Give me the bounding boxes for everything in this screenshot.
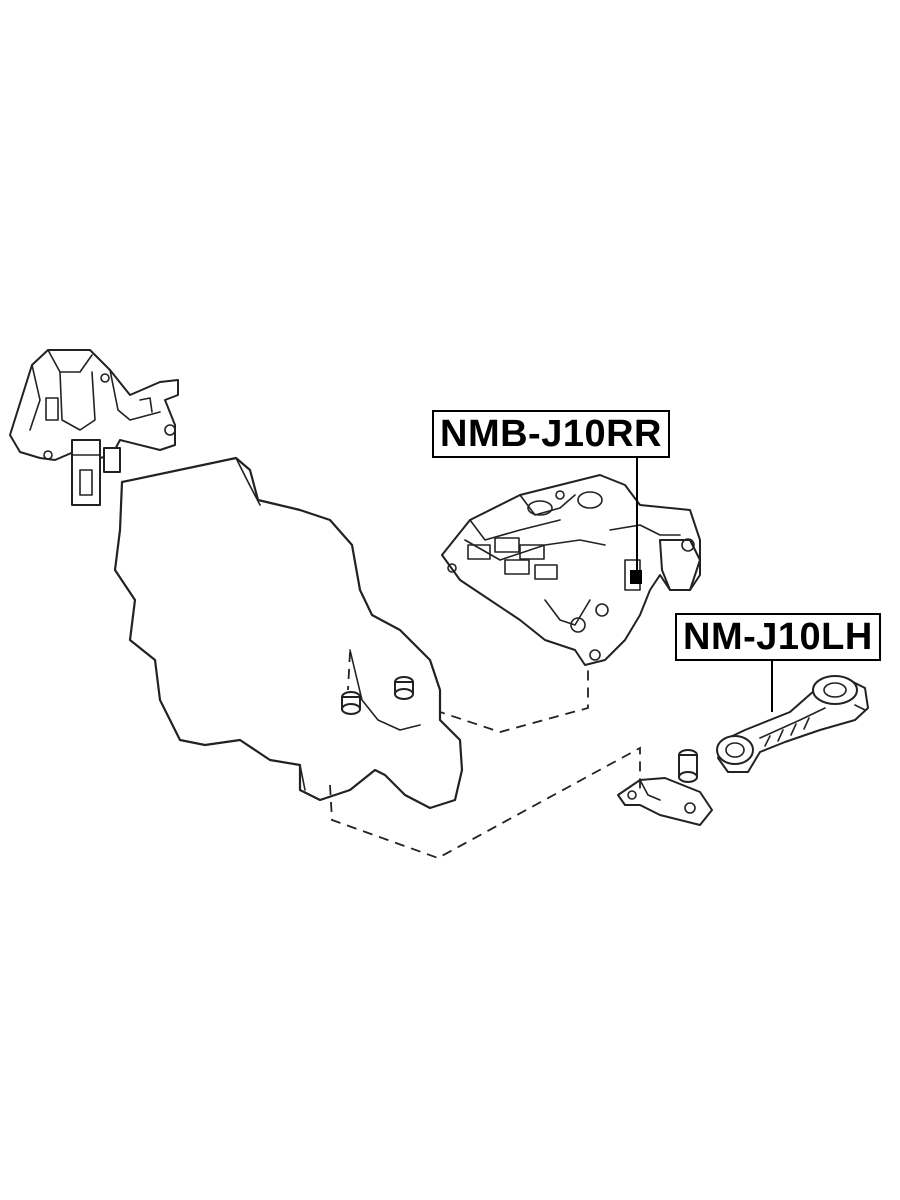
rear-mount-bracket [441,474,701,666]
engine-block-outline [113,456,464,810]
transmission-mount-top-left [9,349,179,506]
mounting-guide-lines [329,651,641,859]
engine-stud-right [394,676,414,700]
left-mount-small-bracket [617,749,713,826]
engine-stud-left [341,691,361,715]
left-torque-rod-mount [716,675,869,773]
rear-mount-pointer-marker [630,570,642,584]
left-mount-part-label: NM-J10LH [675,613,881,661]
rear-mount-part-label: NMB-J10RR [432,410,670,458]
